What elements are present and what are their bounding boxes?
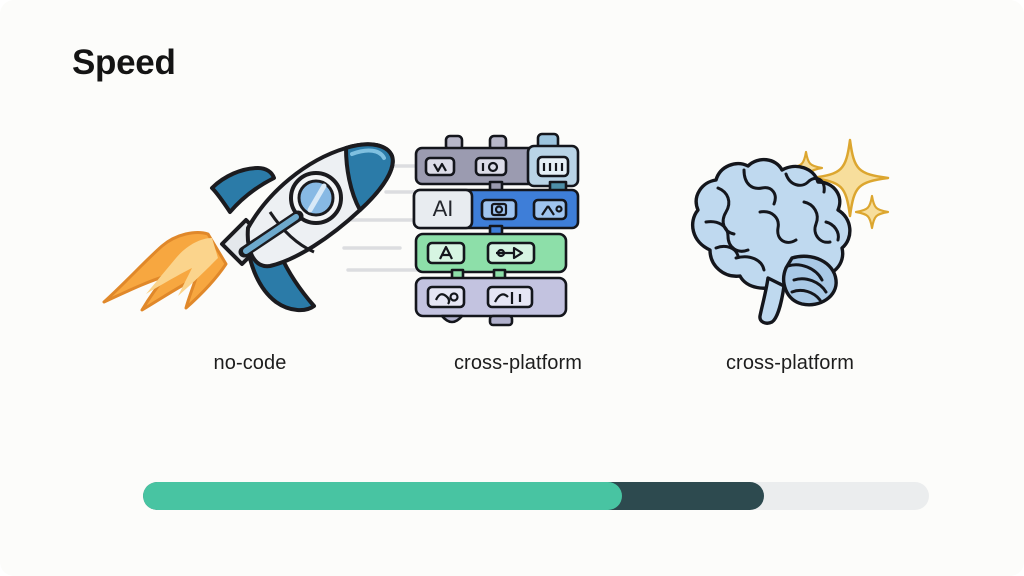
rocket-nose-highlight-icon	[350, 148, 386, 160]
rocket-flame-inner-icon	[146, 238, 218, 296]
stacked-platform-cards-icon: AI	[368, 130, 668, 340]
sparkle-small-right-icon	[854, 194, 890, 230]
progress-bar-primary-fill	[143, 482, 623, 510]
card-bottom-tabs-icon	[440, 314, 514, 327]
rocket-seam-icon	[268, 211, 315, 254]
brain-stem-icon	[758, 276, 786, 325]
item-cross-platform-brain[interactable]: cross-platform	[640, 130, 940, 400]
progress-bar[interactable]	[143, 482, 929, 510]
item-caption: no-code	[213, 352, 287, 374]
sparkle-large-icon	[810, 138, 890, 218]
card-row-ai: AI	[412, 188, 580, 230]
item-cross-platform-cards[interactable]: AI	[368, 130, 668, 400]
items-row: no-code	[0, 130, 1024, 400]
rocket-strut-icon	[243, 214, 299, 254]
item-caption: cross-platform	[453, 352, 583, 374]
rocket-icon	[100, 130, 442, 340]
card-row-lavender	[414, 276, 568, 318]
rocket-fin-upper-icon	[210, 166, 276, 214]
rocket-porthole-glint-icon	[307, 183, 327, 213]
card-ai-label: AI	[433, 196, 454, 221]
card-row-green	[414, 232, 568, 274]
brain-sparkle-icon	[640, 130, 940, 340]
page-title: Speed	[72, 43, 176, 82]
item-caption: cross-platform	[725, 352, 855, 374]
card-row-top	[414, 144, 580, 188]
item-no-code[interactable]: no-code	[100, 130, 442, 400]
rocket-nose-icon	[344, 142, 395, 212]
